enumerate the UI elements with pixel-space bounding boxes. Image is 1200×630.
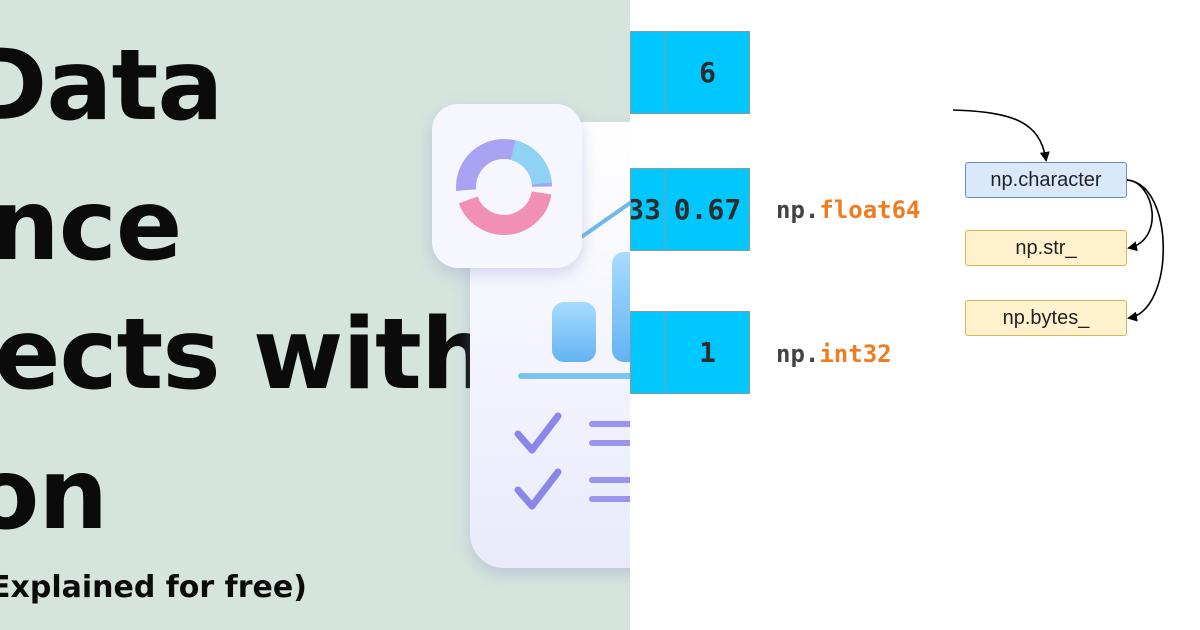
title-line-1: Data [0,29,223,143]
dtype-name: int32 [819,340,892,368]
dtype-prefix: np. [776,340,820,368]
array-cell: 6 [665,31,750,114]
donut-chart-icon [456,139,552,235]
node-np-bytes: np.bytes_ [965,300,1127,336]
title-line-3: ects with [0,298,491,412]
dtype-label-float64: np.float64 [776,196,921,224]
checkmark-icon [514,412,562,510]
node-np-character: np.character [965,162,1127,198]
title-line-2: nce [0,169,182,283]
list-lines-icon [589,421,630,502]
dashboard-illustration [432,104,630,568]
array-cell: 33 [630,168,666,251]
array-cell [630,31,666,114]
tree-arrows [952,109,1164,322]
dtype-label-int32: np.int32 [776,340,892,368]
array-cell: 1 [665,311,750,394]
array-cell: 0.67 [665,168,750,251]
dtype-prefix: np. [776,196,820,224]
subtitle: Explained for free) [0,570,307,605]
dtype-name: float64 [819,196,921,224]
bar-chart-icon [518,252,630,379]
node-np-str: np.str_ [965,230,1127,266]
title-panel: Data nce ects with on Explained for free… [0,0,630,630]
array-cell [630,311,666,394]
numpy-dtype-panel: 6 33 0.67 np.float64 1 np.int32 np.chara… [630,0,1200,630]
title-line-4: on [0,438,108,552]
